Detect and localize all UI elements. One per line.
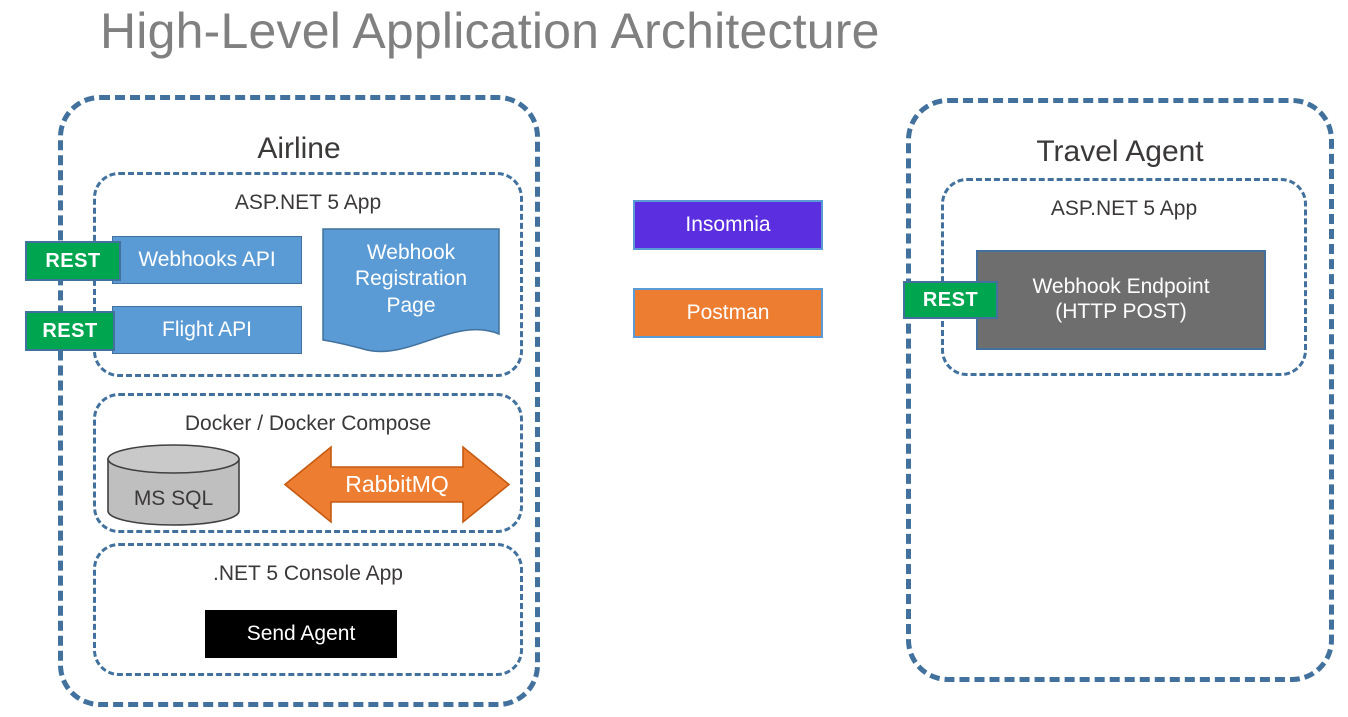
docker-zone-label: Docker / Docker Compose [184, 412, 432, 435]
travel-agent-aspnet-zone: ASP.NET 5 App [941, 178, 1307, 376]
webhooks-api-block[interactable]: Webhooks API [112, 236, 302, 284]
flight-api-rest-badge[interactable]: REST [25, 311, 115, 351]
webhook-registration-page-shape[interactable]: Webhook Registration Page [322, 228, 500, 356]
console-app-zone: .NET 5 Console App [93, 543, 523, 676]
rabbitmq-label: RabbitMQ [345, 471, 449, 497]
airline-aspnet-label: ASP.NET 5 App [234, 191, 382, 214]
ms-sql-database-icon[interactable]: MS SQL [106, 443, 241, 527]
travel-agent-zone: Travel Agent [906, 98, 1334, 682]
flight-api-block[interactable]: Flight API [112, 306, 302, 354]
webhooks-api-rest-badge[interactable]: REST [25, 241, 121, 281]
console-app-label: .NET 5 Console App [213, 562, 403, 585]
airline-zone-label: Airline [257, 132, 341, 165]
webhook-endpoint-rest-badge[interactable]: REST [903, 281, 998, 319]
page-title: High-Level Application Architecture [100, 3, 880, 59]
webhook-registration-page-label: Webhook Registration Page [354, 241, 468, 317]
rabbitmq-arrow[interactable]: RabbitMQ [284, 443, 510, 526]
postman-block[interactable]: Postman [633, 288, 823, 338]
send-agent-block[interactable]: Send Agent [205, 610, 397, 658]
ms-sql-label: MS SQL [133, 487, 214, 510]
travel-agent-zone-label: Travel Agent [1036, 135, 1204, 168]
webhook-endpoint-block[interactable]: Webhook Endpoint (HTTP POST) [976, 250, 1266, 350]
docker-zone: Docker / Docker Compose [93, 393, 523, 533]
airline-zone: Airline [58, 95, 540, 707]
insomnia-block[interactable]: Insomnia [633, 200, 823, 250]
travel-agent-aspnet-label: ASP.NET 5 App [1050, 197, 1198, 220]
